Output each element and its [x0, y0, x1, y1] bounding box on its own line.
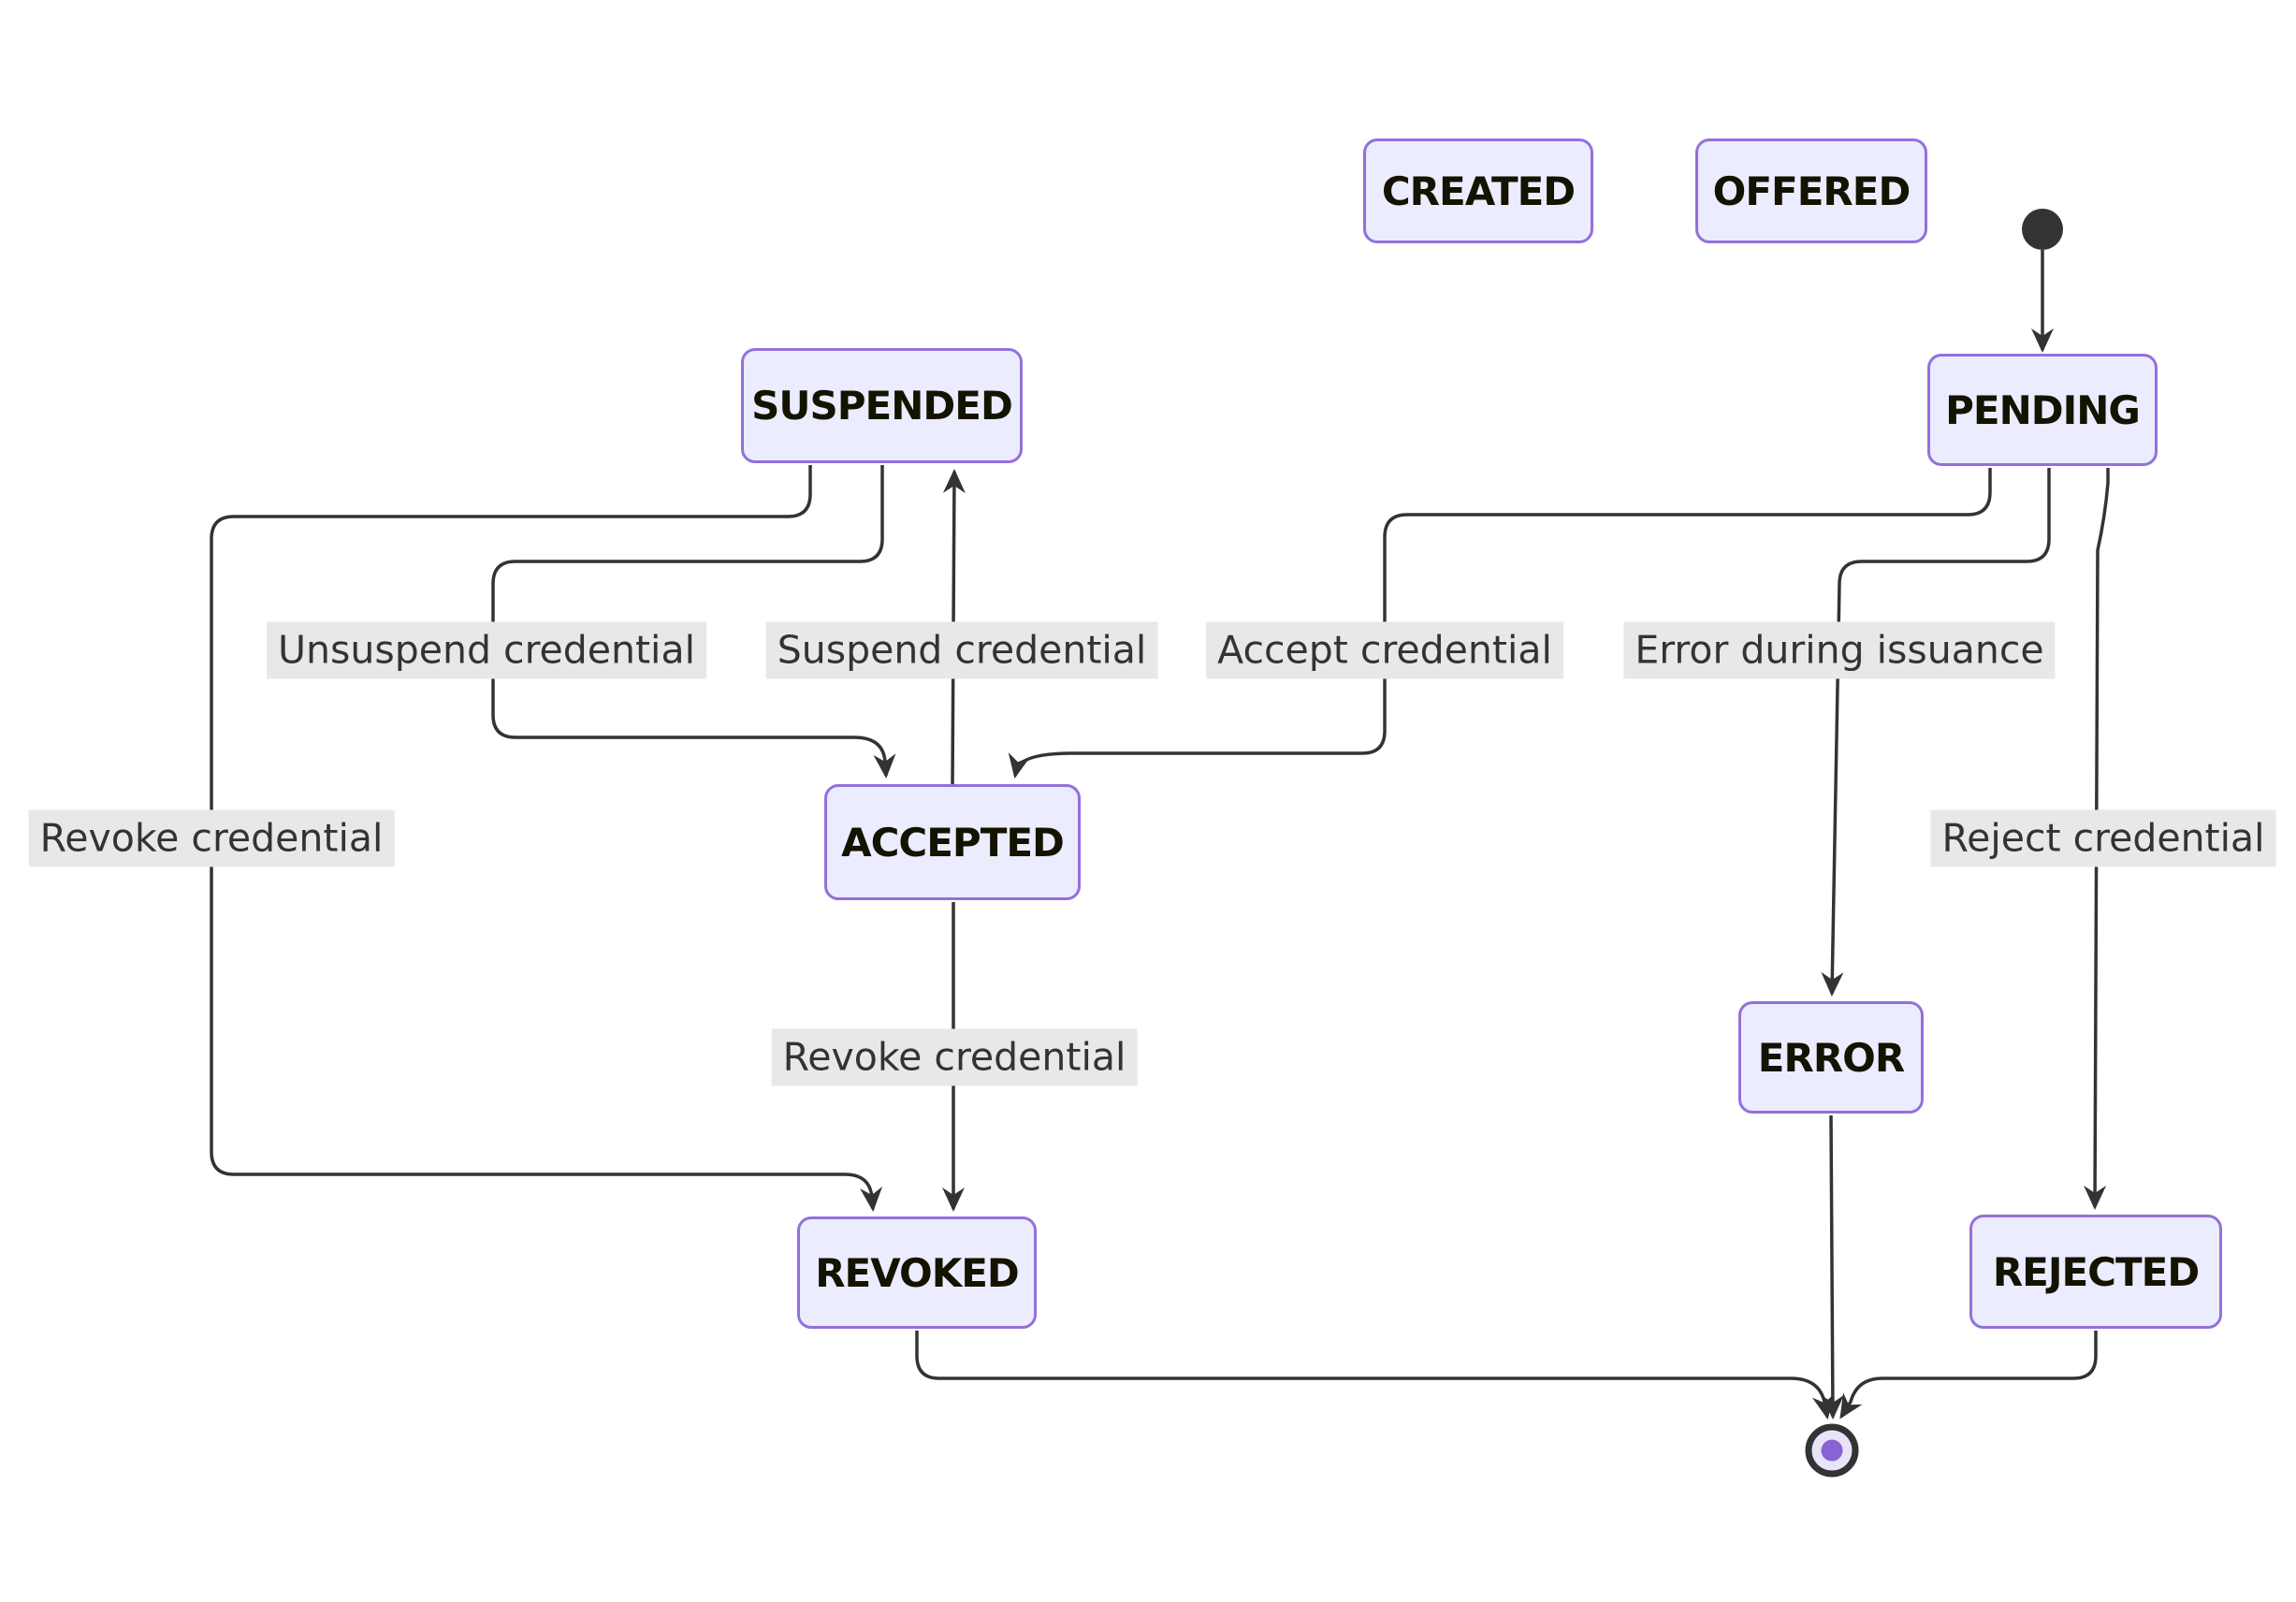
edge-pending-error [1821, 468, 2051, 997]
state-node-offered: OFFERED [1695, 138, 1927, 243]
edge-label-accept-credential: Accept credential [1206, 621, 1563, 679]
edge-label-reject-credential: Reject credential [1930, 809, 2276, 867]
edge-pending-rejected [2084, 468, 2110, 1210]
state-node-pending: PENDING [1927, 354, 2158, 466]
state-node-accepted: ACCEPTED [824, 784, 1081, 900]
edge-label-error-during-issuance: Error during issuance [1623, 621, 2056, 679]
edge-label-revoke-credential-middle: Revoke credential [771, 1028, 1138, 1086]
edge-label-unsuspend-credential: Unsuspend credential [267, 621, 706, 679]
edge-suspended-accepted [491, 465, 896, 779]
edge-error-final [1821, 1114, 1844, 1420]
state-node-revoked: REVOKED [797, 1216, 1037, 1329]
final-state-icon [1805, 1423, 1859, 1478]
initial-state-icon [2022, 209, 2063, 250]
state-node-error: ERROR [1738, 1001, 1924, 1114]
edge-revoked-final [915, 1331, 1835, 1420]
edge-label-suspend-credential: Suspend credential [765, 621, 1158, 679]
edge-label-revoke-credential-left: Revoke credential [28, 809, 395, 867]
edge-pending-accepted [1008, 468, 1992, 779]
state-node-rejected: REJECTED [1969, 1215, 2222, 1329]
edge-rejected-final [1839, 1331, 2098, 1420]
state-node-suspended: SUSPENDED [741, 348, 1023, 463]
state-node-created: CREATED [1363, 138, 1593, 243]
